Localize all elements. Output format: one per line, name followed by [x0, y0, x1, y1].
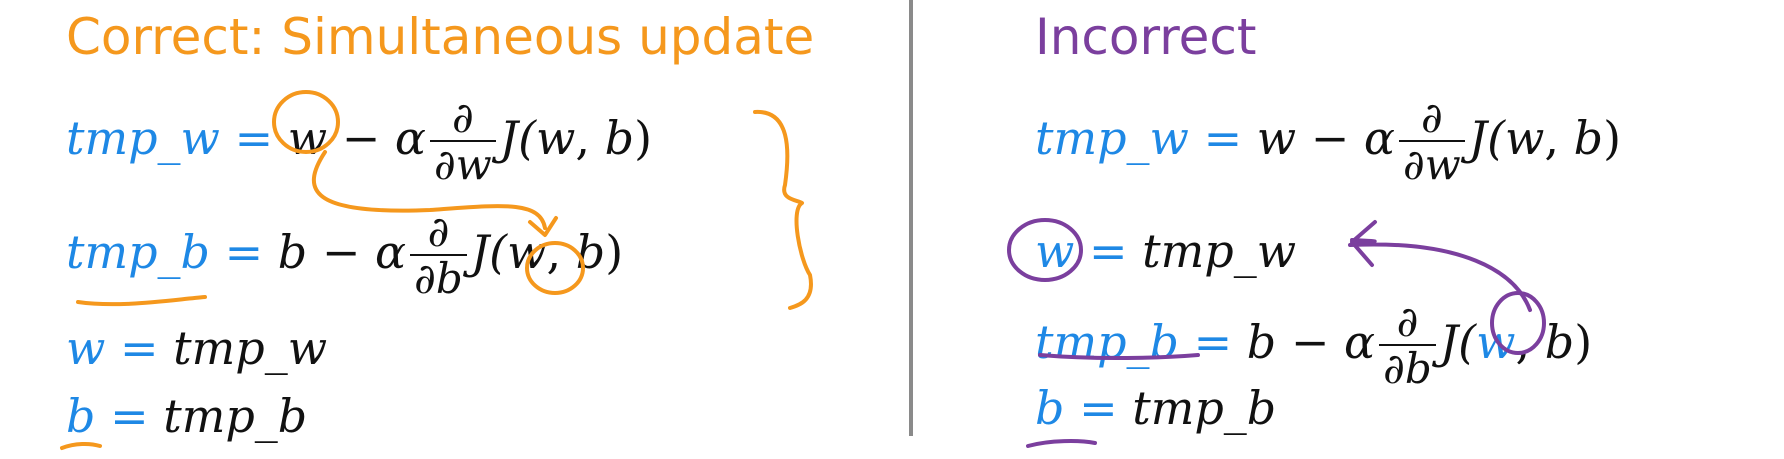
orange-underline-tmp-b [76, 295, 207, 307]
orange-arrow [311, 150, 547, 230]
derivative-b: ∂∂b [410, 209, 467, 302]
correct-eq-b-assign: b = tmp_b [66, 389, 308, 443]
purple-arrowhead [1350, 220, 1377, 267]
orange-brace [753, 109, 813, 310]
orange-circle-w [272, 90, 340, 154]
incorrect-heading: Incorrect [1035, 8, 1257, 66]
derivative-b-right: ∂∂b [1379, 299, 1436, 392]
purple-underline-b [1026, 439, 1097, 448]
panel-divider [909, 0, 913, 436]
purple-circle-w-inner [1490, 291, 1546, 355]
purple-underline-tmp-b [1038, 353, 1200, 361]
orange-underline-b [60, 441, 102, 450]
purple-arrow [1348, 238, 1532, 312]
derivative-w-right: ∂∂w [1398, 95, 1465, 188]
var-tmp-b: tmp_b [66, 225, 210, 280]
orange-arrowhead [528, 216, 558, 237]
incorrect-eq-w-assign: w = tmp_w [1035, 224, 1297, 278]
correct-eq-w-assign: w = tmp_w [66, 321, 328, 375]
purple-circle-w [1007, 218, 1083, 282]
incorrect-eq-b-assign: b = tmp_b [1035, 381, 1277, 435]
correct-heading: Correct: Simultaneous update [66, 8, 815, 66]
derivative-w: ∂∂w [429, 95, 496, 188]
var-tmp-w: tmp_w [66, 111, 220, 166]
orange-circle-w-inner [525, 241, 585, 295]
